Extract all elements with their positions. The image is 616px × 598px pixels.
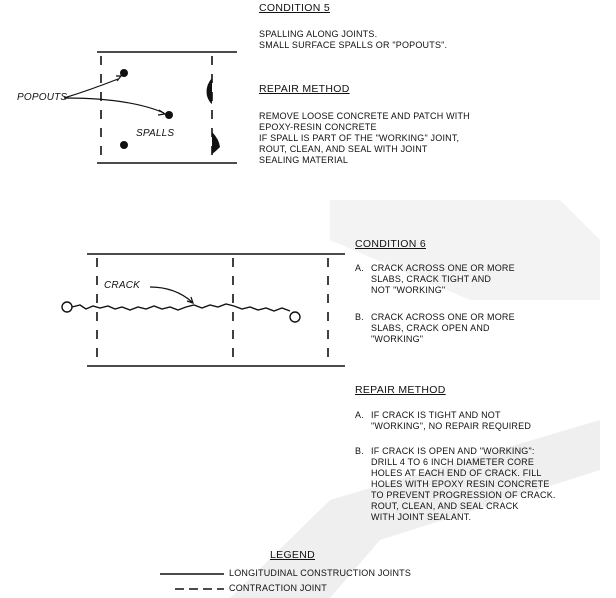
list-item-line: SLABS, CRACK TIGHT AND	[371, 274, 492, 284]
list-item-line: "WORKING", NO REPAIR REQUIRED	[371, 421, 532, 431]
list-item-line: WITH JOINT SEALANT.	[371, 512, 472, 522]
legend-item-longitudinal: LONGITUDINAL CONSTRUCTION JOINTS	[229, 568, 412, 578]
c6-crack-line	[71, 303, 291, 312]
c6-core-hole-right	[289, 311, 301, 323]
list-item-line: CRACK ACROSS ONE OR MORE	[371, 263, 515, 273]
condition5-repair-line-1: REMOVE LOOSE CONCRETE AND PATCH WITH	[259, 111, 470, 121]
c6-crack-leader	[149, 286, 193, 303]
list-item-line: DRILL 4 TO 6 INCH DIAMETER CORE	[371, 457, 535, 467]
c6-crack-label: CRACK	[104, 280, 141, 291]
list-item-line: NOT "WORKING"	[371, 285, 446, 295]
c5-popout-1	[120, 69, 128, 77]
condition6-heading: CONDITION 6	[355, 238, 426, 250]
list-marker: b.	[355, 446, 364, 456]
c6-core-hole-left	[61, 301, 73, 313]
c5-popouts-label: POPOUTS	[17, 92, 68, 103]
list-item-line: HOLES WITH EPOXY RESIN CONCRETE	[371, 479, 550, 489]
list-item-line: "WORKING"	[371, 334, 424, 344]
condition5-heading: CONDITION 5	[259, 2, 330, 14]
c5-spalls-label: SPALLS	[136, 128, 175, 139]
list-marker: a.	[355, 410, 364, 420]
condition5-repair-line-5: SEALING MATERIAL	[259, 155, 349, 165]
list-item-line: SLABS, CRACK OPEN AND	[371, 323, 490, 333]
legend-item-contraction: CONTRACTION JOINT	[229, 583, 327, 593]
c5-popout-leader-1	[63, 78, 119, 99]
list-item-line: IF CRACK IS OPEN AND "WORKING":	[371, 446, 535, 456]
list-item-line: CRACK ACROSS ONE OR MORE	[371, 312, 515, 322]
condition5-description-line-1: SPALLING ALONG JOINTS.	[259, 29, 378, 39]
list-item-line: TO PREVENT PROGRESSION OF CRACK.	[371, 490, 556, 500]
condition5-repair-line-4: ROUT, CLEAN, AND SEAL WITH JOINT	[259, 144, 428, 154]
c5-popout-3	[120, 141, 128, 149]
legend-heading: LEGEND	[270, 549, 315, 561]
condition5-repair-heading: REPAIR METHOD	[259, 83, 350, 95]
condition5-repair-line-2: EPOXY-RESIN CONCRETE	[259, 122, 377, 132]
c5-popout-2	[165, 111, 173, 119]
list-item-line: IF CRACK IS TIGHT AND NOT	[371, 410, 501, 420]
condition6-repair-list: a. IF CRACK IS TIGHT AND NOT "WORKING", …	[355, 410, 610, 522]
list-item-line: ROUT, CLEAN, AND SEAL CRACK	[371, 501, 519, 511]
list-item-line: HOLES AT EACH END OF CRACK. FILL	[371, 468, 542, 478]
list-marker: b.	[355, 312, 364, 322]
c5-spall-1	[206, 78, 212, 104]
condition5-description-line-2: SMALL SURFACE SPALLS OR "POPOUTS".	[259, 40, 448, 50]
condition6-description-list: a. CRACK ACROSS ONE OR MORE SLABS, CRACK…	[355, 263, 595, 353]
c5-popout-leader-2	[63, 97, 165, 114]
condition5-repair-line-3: IF SPALL IS PART OF THE "WORKING" JOINT,	[259, 133, 460, 143]
list-marker: a.	[355, 263, 364, 273]
condition6-repair-heading: REPAIR METHOD	[355, 384, 446, 396]
c5-spall-2	[212, 132, 220, 154]
